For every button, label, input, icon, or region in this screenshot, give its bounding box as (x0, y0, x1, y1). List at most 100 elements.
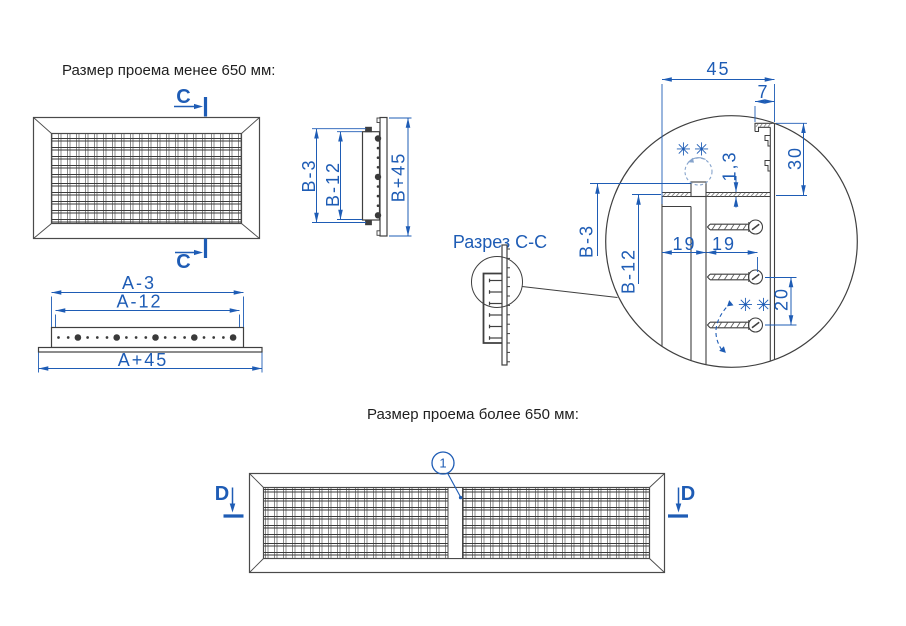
rivet-dot (374, 173, 382, 181)
title-opening-more-650: Размер проема более 650 мм: (367, 406, 579, 423)
hatch-line (662, 192, 667, 197)
hole-dot (74, 334, 82, 341)
hole-dot (57, 336, 60, 339)
hatch-line (759, 192, 764, 197)
rivet-dot (374, 135, 382, 142)
mounting-screws (706, 219, 764, 333)
side-hook-bottom (365, 219, 372, 226)
rivet-dot (376, 146, 380, 150)
dim-detail-b-minus-12: B-12 (619, 248, 639, 294)
side-view (361, 116, 388, 237)
callout-circle (431, 451, 455, 475)
hatch-line (671, 192, 676, 197)
front-grille-grid (50, 132, 243, 225)
hatch-line (680, 192, 684, 197)
hatch-line (715, 192, 720, 197)
dim-a-minus-3: A-3 (122, 273, 156, 293)
hole-dot (212, 336, 216, 339)
hatch-line (684, 192, 689, 197)
side-view-dimensions (312, 117, 412, 237)
hatch-line (711, 192, 715, 197)
hole-dot (95, 336, 99, 339)
screw (706, 219, 764, 235)
rivet-dot (376, 166, 380, 169)
dim-b-minus-3: B-3 (299, 158, 319, 192)
dim-20: 20 (772, 287, 792, 311)
hatch-line (763, 192, 768, 197)
mounting-tab (690, 181, 707, 198)
hole-dot (229, 334, 237, 341)
hole-dot (134, 336, 138, 339)
hole-dot (173, 336, 177, 339)
section-letter-c-bottom: C (176, 251, 190, 273)
hole-dot (113, 334, 120, 341)
hatch-line (759, 123, 763, 128)
detail-source-circle (471, 256, 523, 308)
hole-dot (66, 336, 70, 339)
rotation-arrow-large (715, 302, 732, 352)
plan-view (37, 326, 263, 353)
section-d-markers (223, 487, 688, 518)
dim-a-plus-45: A+45 (118, 350, 169, 370)
profile-hook-2 (764, 160, 771, 172)
hole-dot (125, 336, 128, 339)
front-view (32, 116, 261, 240)
hatch-line (733, 192, 737, 197)
plan-view-holes (57, 334, 237, 341)
dim-1-3: 1,3 (720, 150, 740, 181)
hatch-line (706, 192, 711, 197)
hatch-line (667, 192, 671, 197)
side-hook-top (365, 126, 372, 133)
hatch-line (737, 192, 742, 197)
long-grille-view (248, 472, 666, 574)
hatch-line (763, 123, 767, 128)
plan-flange (37, 346, 263, 353)
section-letter-d-left: D (215, 483, 229, 505)
dim-a-minus-12: A-12 (116, 292, 162, 312)
dim-45: 45 (706, 59, 730, 79)
hatch-line (719, 192, 724, 197)
detail-circle (605, 115, 858, 368)
dim-b-minus-12: B-12 (323, 161, 343, 207)
section-cc-view (471, 244, 618, 366)
hole-dot (144, 336, 148, 339)
callout-number: 1 (439, 456, 446, 471)
ref-marks-top: ✳✳ (676, 140, 712, 160)
section-letter-c-top: C (176, 86, 190, 108)
hatch-line (755, 192, 759, 197)
hole-dot (183, 336, 186, 339)
detail-dimensions (590, 77, 807, 353)
screw (706, 269, 764, 285)
hole-dot (191, 334, 198, 341)
side-view-rivets (374, 135, 382, 219)
dim-7: 7 (757, 82, 769, 102)
profile-hook-1 (764, 135, 771, 147)
rivet-dot (374, 212, 382, 219)
hole-dot (222, 336, 225, 339)
hatch-line (724, 192, 728, 197)
hole-dot (105, 336, 109, 339)
plan-view-dimensions (38, 290, 263, 373)
frame-profile-cap (754, 122, 775, 133)
detail-leader (521, 286, 618, 298)
rivet-dot (376, 185, 380, 188)
hole-dot (152, 334, 159, 341)
ref-marks-bottom: ✳✳ (738, 295, 774, 315)
rivet-dot (376, 204, 380, 207)
rivet-dot (376, 194, 380, 198)
rivet-dot (376, 156, 380, 159)
dim-19-left: 19 (672, 234, 696, 254)
screw (706, 317, 764, 333)
hatch-line (728, 192, 733, 197)
hatch-line (675, 192, 680, 197)
divider-callout (431, 451, 463, 500)
section-cc-label: Разрез С-С (453, 232, 547, 252)
hatch-line (746, 192, 750, 197)
section-letter-d-right: D (681, 483, 695, 505)
rotation-arrow-small-head (687, 157, 694, 163)
hatch-line (750, 192, 755, 197)
dim-30: 30 (785, 146, 805, 170)
detail-geometry (661, 122, 776, 367)
dim-19-right: 19 (712, 234, 736, 254)
